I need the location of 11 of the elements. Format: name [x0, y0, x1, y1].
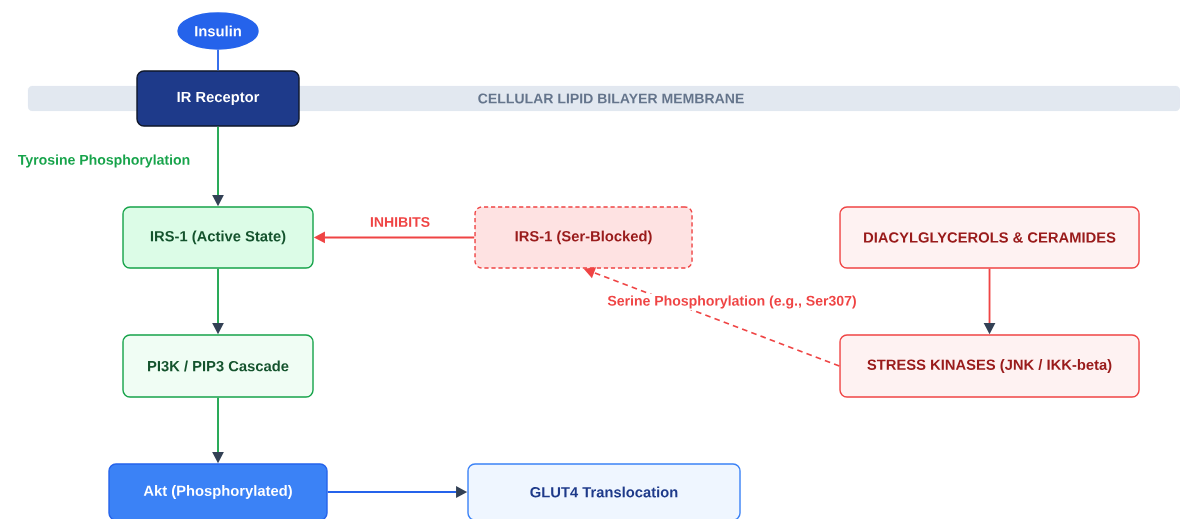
process-box: IRS-1 (Active State) — [122, 206, 314, 269]
process-box: GLUT4 Translocation — [467, 463, 741, 519]
process-box: STRESS KINASES (JNK / IKK-beta) — [839, 334, 1140, 398]
blocked-box: IRS-1 (Ser-Blocked) — [474, 206, 693, 269]
receptor-box: IR Receptor — [136, 70, 300, 127]
edge-label: Tyrosine Phosphorylation — [16, 153, 192, 169]
edge-label: INHIBITS — [368, 215, 432, 229]
process-box: Akt (Phosphorylated) — [108, 463, 328, 519]
process-box: PI3K / PIP3 Cascade — [122, 334, 314, 398]
process-box: DIACYLGLYCEROLS & CERAMIDES — [839, 206, 1140, 269]
edge-label: Serine Phosphorylation (e.g., Ser307) — [606, 294, 858, 310]
